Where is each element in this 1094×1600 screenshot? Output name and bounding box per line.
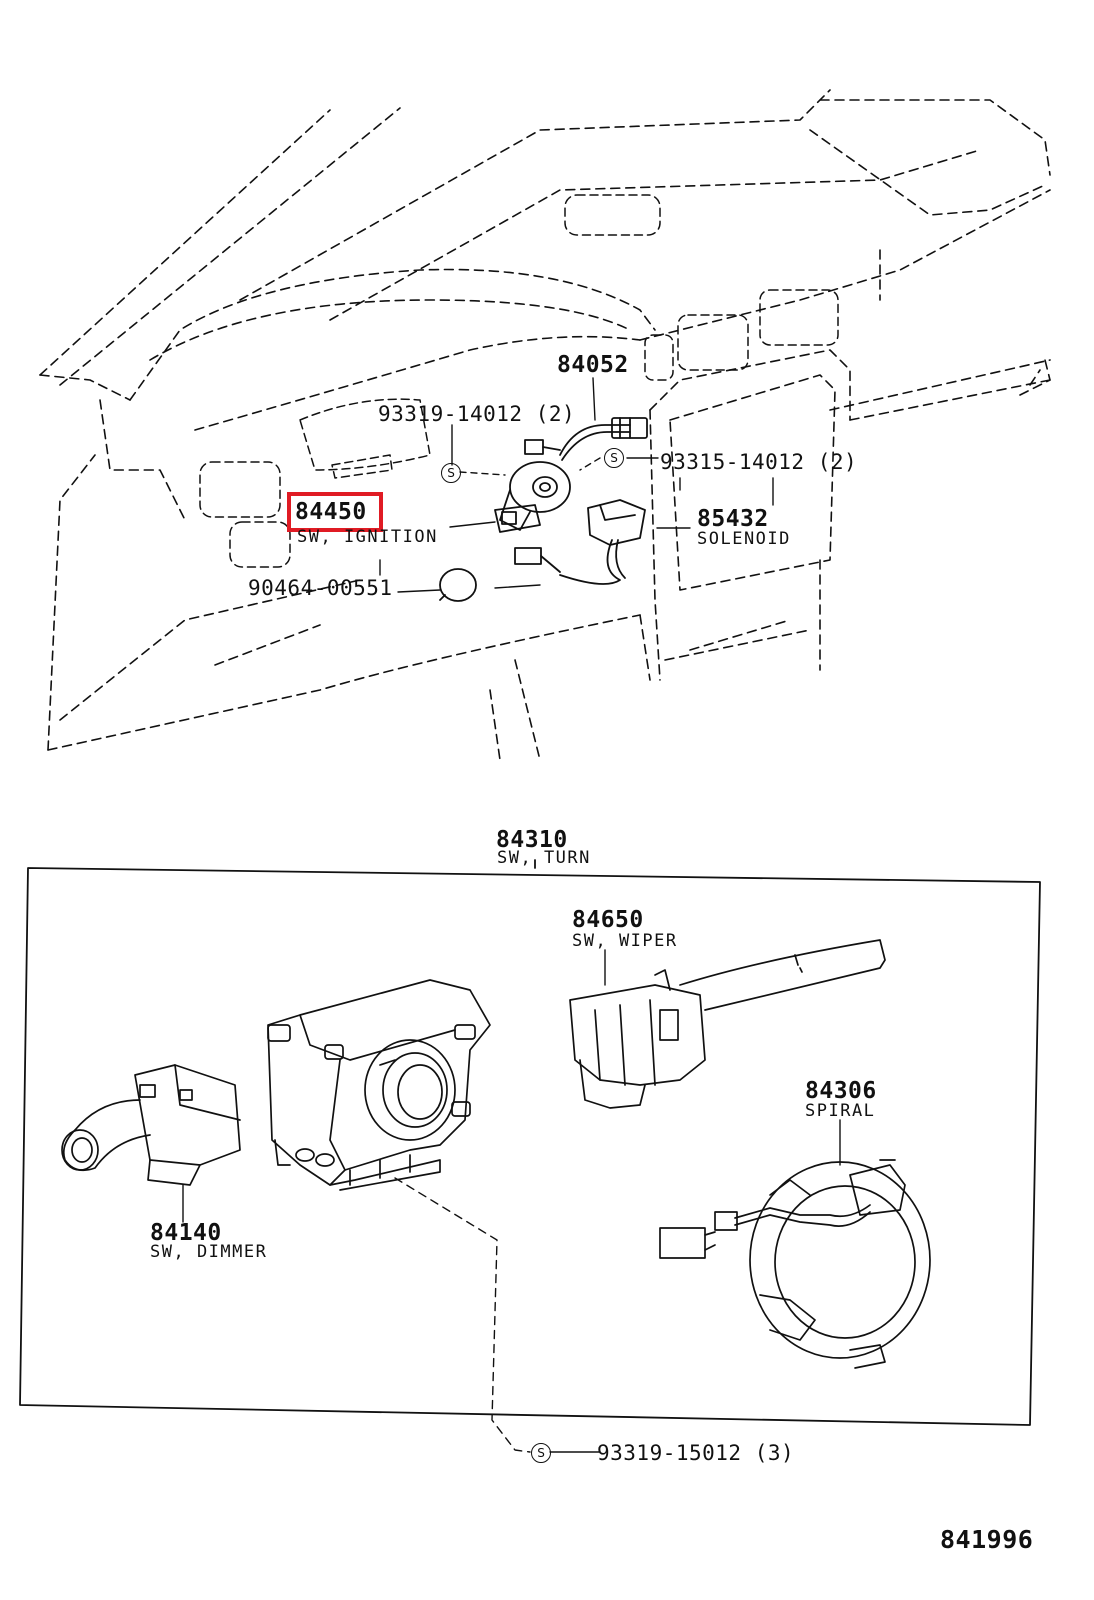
callout-84310[interactable]: 84310 xyxy=(496,827,568,853)
callout-84450-name: SW, IGNITION xyxy=(297,527,438,547)
wiper-switch xyxy=(569,939,886,1109)
screw-symbol-icon: S xyxy=(604,448,624,468)
callout-93315-14012[interactable]: 93315-14012 (2) xyxy=(660,450,858,474)
dashboard-panels xyxy=(199,194,839,568)
callout-84650[interactable]: 84650 xyxy=(572,907,644,933)
callout-84306-name: SPIRAL xyxy=(805,1101,876,1121)
part-highlight-box xyxy=(287,492,383,532)
callout-84310-name: SW, TURN xyxy=(497,848,591,868)
sw-turn-frame xyxy=(19,859,1041,1426)
callout-93319-14012[interactable]: 93319-14012 (2) xyxy=(378,402,576,426)
leader-lines-lower xyxy=(182,949,841,1453)
callout-84052[interactable]: 84052 xyxy=(557,352,629,378)
spiral-cable xyxy=(659,1159,931,1369)
dashboard-outline xyxy=(39,89,1051,761)
callout-90464-00551[interactable]: 90464-00551 xyxy=(248,576,393,600)
callout-84650-name: SW, WIPER xyxy=(572,931,678,951)
callout-84306[interactable]: 84306 xyxy=(805,1078,877,1104)
callout-85432[interactable]: 85432 xyxy=(697,506,769,532)
diagram-number: 841996 xyxy=(940,1525,1034,1554)
callout-84450[interactable]: 84450 xyxy=(295,499,367,525)
leader-lines-upper xyxy=(379,377,774,593)
callout-85432-name: SOLENOID xyxy=(697,529,791,549)
callout-84140[interactable]: 84140 xyxy=(150,1220,222,1246)
screw-symbol-icon: S xyxy=(441,463,461,483)
turn-switch-housing xyxy=(267,979,491,1191)
callout-84140-name: SW, DIMMER xyxy=(150,1242,268,1262)
screw-symbol-icon: S xyxy=(531,1443,551,1463)
ignition-assembly xyxy=(439,417,648,602)
dimmer-switch xyxy=(61,1064,241,1186)
callout-93319-15012[interactable]: 93319-15012 (3) xyxy=(597,1441,795,1465)
